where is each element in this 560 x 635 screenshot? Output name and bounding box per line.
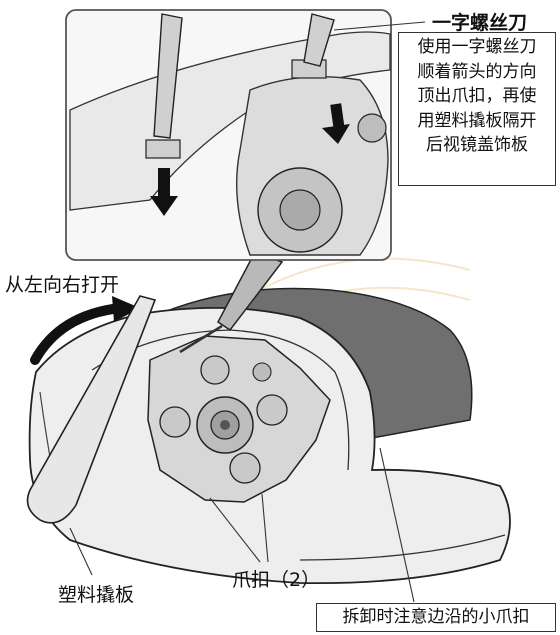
instruction-line: 顶出爪扣，再使 bbox=[417, 86, 537, 106]
mirror-main-view bbox=[26, 251, 511, 603]
curved-arrow-icon bbox=[30, 296, 140, 365]
screwdriver-label: 一字螺丝刀 bbox=[432, 12, 528, 34]
instruction-line: 顺着箭头的方向 bbox=[417, 61, 537, 82]
open-direction-label: 从左向右打开 bbox=[5, 274, 120, 296]
instruction-line: 用塑料撬板隔开 bbox=[417, 110, 537, 131]
instruction-box: 使用一字螺丝刀 顺着箭头的方向 顶出爪扣，再使 用塑料撬板隔开 后视镜盖饰板 bbox=[398, 32, 556, 186]
instruction-line: 使用一字螺丝刀 bbox=[417, 37, 537, 57]
pry-tool-label: 塑料撬板 bbox=[58, 584, 135, 606]
clips-label: 爪扣（2） bbox=[232, 569, 321, 591]
down-arrow-icon bbox=[150, 168, 178, 216]
down-arrow-icon bbox=[322, 103, 350, 144]
detail-inset bbox=[65, 9, 426, 261]
instruction-line: 后视镜盖饰板 bbox=[426, 135, 528, 155]
edge-note-box: 拆卸时注意边沿的小爪扣 bbox=[316, 603, 556, 632]
